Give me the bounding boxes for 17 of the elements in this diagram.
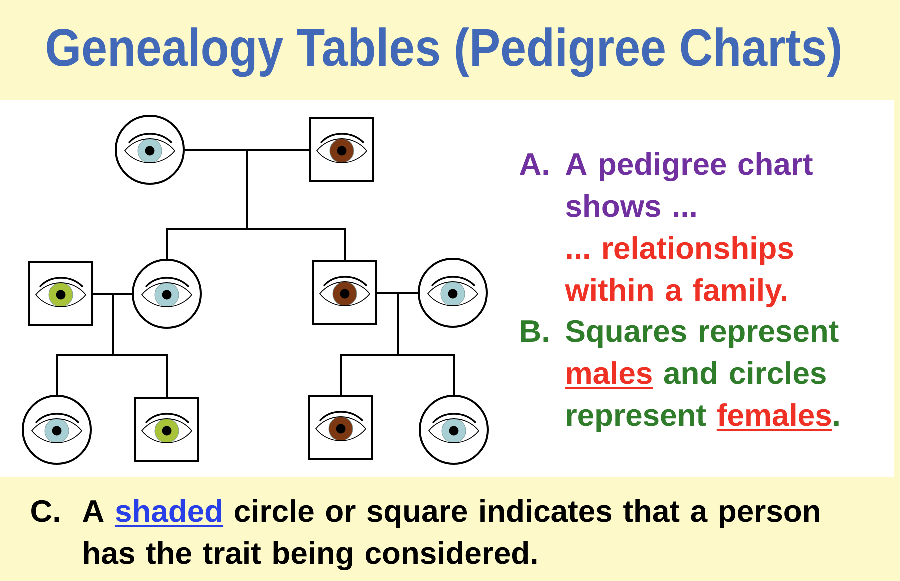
pedigree-line: [166, 149, 346, 260]
label: males: [567, 362, 652, 384]
list-text: A shaded circle or square indicates that a person has the trait being considered.: [83, 500, 820, 571]
label: females: [717, 404, 832, 426]
label: represent: [567, 406, 706, 432]
label: .: [834, 421, 839, 426]
list-text: Squares represent males and circles represent females.: [565, 320, 839, 432]
label: and circles: [664, 362, 826, 384]
pedigree-line: [56, 293, 168, 398]
label: Squares represent: [566, 320, 839, 348]
list-text: A pedigree chart shows ...: [566, 152, 813, 218]
title: Genealogy Tables (Pedigree Charts): [47, 28, 840, 78]
list-marker: C.: [32, 500, 60, 522]
list-marker: A.: [520, 154, 548, 175]
list-marker: B.: [521, 320, 548, 342]
pedigree-line: [340, 292, 455, 396]
list-text: ... relationships within a family.: [565, 236, 794, 308]
